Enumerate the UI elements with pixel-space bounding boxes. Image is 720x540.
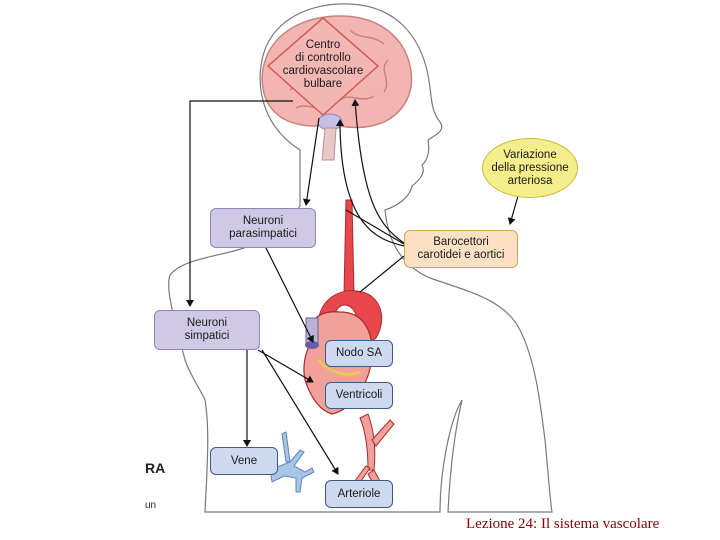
ventricles-box: Ventricoli xyxy=(325,382,393,409)
control-center-diamond xyxy=(266,17,380,117)
sa-node-label: Nodo SA xyxy=(335,347,383,359)
sympathetic-neurons-label: Neuroni simpatici xyxy=(184,317,230,342)
pressure-change-label: Variazione della pressione arteriosa xyxy=(491,148,569,187)
ventricles-label: Ventricoli xyxy=(335,389,383,401)
footer-title: Lezione 24: Il sistema vascolare xyxy=(466,516,660,532)
arterioles-label: Arteriole xyxy=(337,487,381,500)
pressure-change-box: Variazione della pressione arteriosa xyxy=(482,138,578,198)
arterioles-box: Arteriole xyxy=(325,480,393,508)
control-center-label: Centro di controllo cardiovascolare bulb… xyxy=(282,39,364,90)
body-silhouette xyxy=(168,3,553,513)
arrows xyxy=(186,99,519,475)
parasympathetic-neurons-label: Neuroni parasimpatici xyxy=(229,215,297,240)
cropped-text-ra: RA xyxy=(145,460,166,476)
sympathetic-neurons-box: Neuroni simpatici xyxy=(154,310,260,350)
baroreceptors-box: Barocettori carotidei e aortici xyxy=(404,230,518,268)
vein-illustration xyxy=(269,431,315,493)
parasympathetic-neurons-box: Neuroni parasimpatici xyxy=(210,208,316,248)
sa-node-box: Nodo SA xyxy=(325,340,393,367)
cropped-text-un: un xyxy=(145,500,157,511)
veins-label: Vene xyxy=(230,454,258,467)
veins-box: Vene xyxy=(210,447,278,475)
baroreceptors-label: Barocettori carotidei e aortici xyxy=(417,236,505,261)
